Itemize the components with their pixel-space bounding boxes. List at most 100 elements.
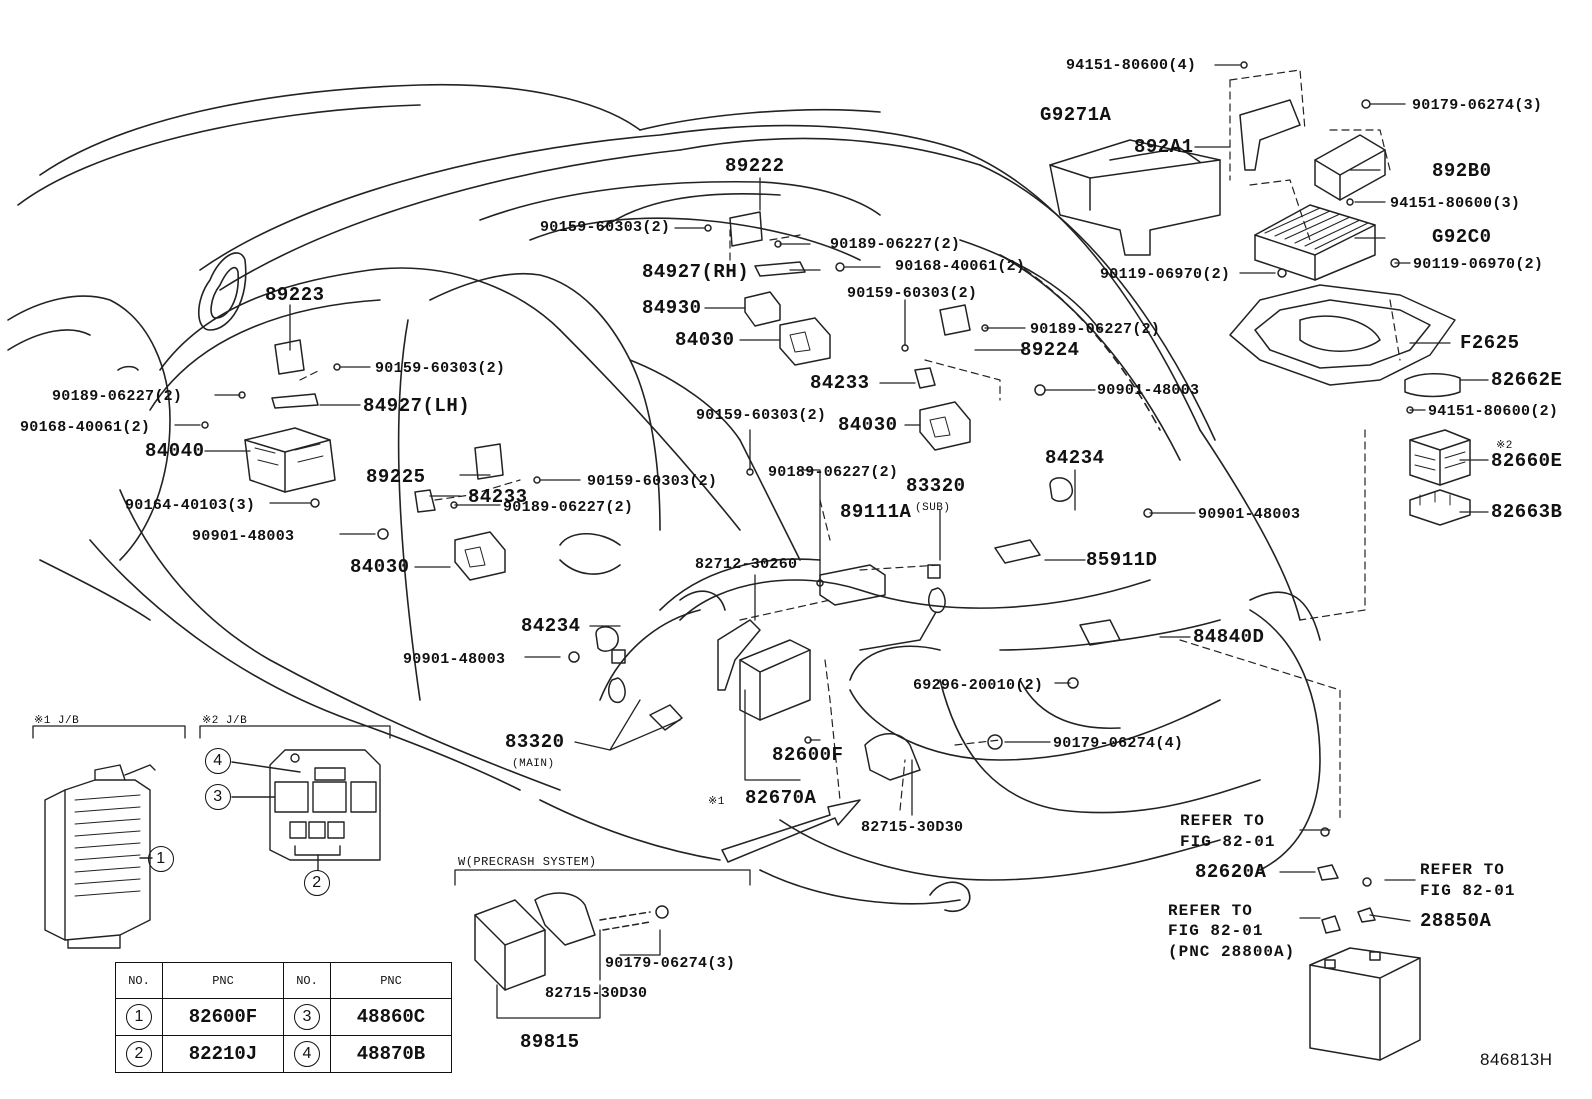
label-82600F: 82600F [772,744,844,766]
label-90179-06274-3: 90179-06274(3) [1412,97,1543,114]
label-84927-RH: 84927(RH) [642,261,750,283]
label-90901-48003-d: 90901-48003 [403,651,506,668]
note-jb2: ※2 J/B [202,715,248,727]
row1-no: 1 [115,998,163,1036]
label-90179-06274-3-b: 90179-06274(3) [605,955,736,972]
label-82620A: 82620A [1195,861,1267,883]
jb2-callout-3: 3 [205,784,231,810]
row2-no: 2 [115,1035,163,1073]
label-90168-40061-2-b: 90168-40061(2) [20,419,151,436]
label-F2625: F2625 [1460,332,1520,354]
jb2-drawing [231,749,381,871]
label-89224: 89224 [1020,339,1080,361]
label-G9271A: G9271A [1040,104,1112,126]
label-90901-48003-b: 90901-48003 [192,528,295,545]
label-89223: 89223 [265,284,325,306]
note-jb1: ※1 J/B [34,715,80,727]
row2-pnc: 82210J [162,1035,284,1073]
label-90159-60303-2-a: 90159-60303(2) [540,219,671,236]
note-mark-1: ※1 [708,796,725,808]
refer-note-c-line3: (PNC 28800A) [1168,943,1296,961]
label-84234-a: 84234 [1045,447,1105,469]
label-82663B: 82663B [1491,501,1563,523]
label-89225: 89225 [366,466,426,488]
label-90164-40103-3: 90164-40103(3) [125,497,256,514]
label-89111A: 89111A [840,501,912,523]
jb-inset-brackets [32,725,751,886]
label-892A1: 892A1 [1134,136,1194,158]
refer-note-a-line2: FIG 82-01 [1180,833,1276,851]
jb2-callout-4: 4 [205,748,231,774]
note-main: (MAIN) [512,758,555,770]
header-no-2: NO. [283,962,331,999]
row2-pnc-2: 48870B [330,1035,452,1073]
label-G92C0: G92C0 [1432,226,1492,248]
row1-no-2: 3 [283,998,331,1036]
table-row: 2 82210J 4 48870B [115,1035,452,1073]
label-84930: 84930 [642,297,702,319]
label-90189-06227-2-e: 90189-06227(2) [503,499,634,516]
note-precrash-system: W(PRECRASH SYSTEM) [458,855,597,869]
label-69296-20010-2: 69296-20010(2) [913,677,1044,694]
leader-lines [299,69,1401,821]
jb1-callout-1: 1 [148,846,174,872]
row1-pnc-2: 48860C [330,998,452,1036]
label-84030-a: 84030 [675,329,735,351]
label-82715-30D30-b: 82715-30D30 [545,985,648,1002]
label-28850A: 28850A [1420,910,1492,932]
table-row: 1 82600F 3 48860C [115,998,452,1036]
header-no: NO. [115,962,163,999]
jb1-drawing [44,764,156,949]
label-90119-06970-2-right: 90119-06970(2) [1413,256,1544,273]
label-94151-80600-3: 94151-80600(3) [1390,195,1521,212]
label-892B0: 892B0 [1432,160,1492,182]
label-94151-80600-2: 94151-80600(2) [1428,403,1559,420]
label-82660E: 82660E [1491,450,1563,472]
label-85911D: 85911D [1086,549,1158,571]
label-90901-48003-c: 90901-48003 [1198,506,1301,523]
label-82670A: 82670A [745,787,817,809]
label-82715-30D30-a: 82715-30D30 [861,819,964,836]
label-94151-80600-4: 94151-80600(4) [1066,57,1197,74]
callout-lines [174,64,1489,1019]
label-83320-main: 83320 [505,731,565,753]
label-89222: 89222 [725,155,785,177]
label-84030-c: 84030 [350,556,410,578]
label-84233-a: 84233 [810,372,870,394]
label-84040: 84040 [145,440,205,462]
label-90159-60303-2-d: 90159-60303(2) [696,407,827,424]
refer-note-c-line1: REFER TO [1168,902,1253,920]
jb2-callout-2: 2 [304,870,330,896]
vehicle-body-outline [7,83,1321,912]
refer-note-b-line2: FIG 82-01 [1420,882,1516,900]
label-90119-06970-2-left: 90119-06970(2) [1100,266,1231,283]
label-82662E: 82662E [1491,369,1563,391]
diagram-id: 846813H [1480,1050,1553,1069]
label-84234-b: 84234 [521,615,581,637]
refer-note-a-line1: REFER TO [1180,812,1265,830]
refer-note-c-line2: FIG 82-01 [1168,922,1264,940]
label-90159-60303-2-c: 90159-60303(2) [375,360,506,377]
label-84840D: 84840D [1193,626,1265,648]
note-sub: (SUB) [915,502,951,514]
label-82712-30260: 82712-30260 [695,556,798,573]
label-90901-48003-a: 90901-48003 [1097,382,1200,399]
label-90189-06227-2-d: 90189-06227(2) [768,464,899,481]
label-89815: 89815 [520,1031,580,1053]
label-90179-06274-4: 90179-06274(4) [1053,735,1184,752]
label-90168-40061-2-a: 90168-40061(2) [895,258,1026,275]
pnc-table-header: NO. PNC NO. PNC [115,962,452,999]
pnc-table: NO. PNC NO. PNC 1 82600F 3 48860C 2 8221… [115,962,452,1073]
note-mark-2: ※2 [1496,440,1513,452]
header-pnc: PNC [162,962,284,999]
direction-arrow [721,799,861,863]
refer-note-b-line1: REFER TO [1420,861,1505,879]
label-90189-06227-2-a: 90189-06227(2) [830,236,961,253]
label-84927-LH: 84927(LH) [363,395,471,417]
components [201,61,1471,1061]
header-pnc-2: PNC [330,962,452,999]
label-90159-60303-2-b: 90159-60303(2) [847,285,978,302]
label-84233-b: 84233 [468,486,528,508]
row2-no-2: 4 [283,1035,331,1073]
